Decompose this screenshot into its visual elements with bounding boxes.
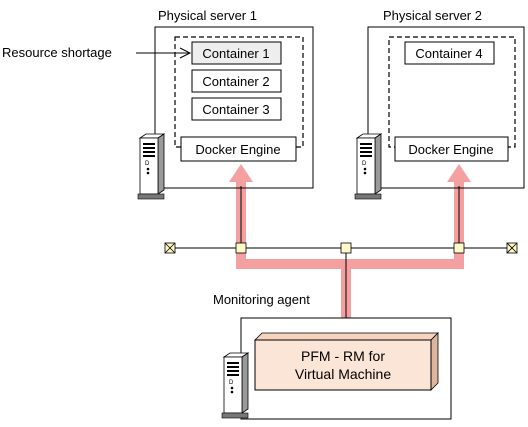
callout-arrowhead (179, 47, 192, 59)
network-terminator-left (164, 242, 176, 254)
server-2-frame (367, 26, 525, 189)
monitoring-agent-title: Monitoring agent (213, 292, 310, 307)
flow-arrow-left-head (229, 164, 253, 182)
container-box-3: Container 3 (191, 97, 282, 121)
physical-server-2: Physical server 2 Container 4 Docker Eng… (354, 8, 525, 200)
server-1-docker-boundary (174, 36, 304, 148)
monitoring-agent: Monitoring agent PFM - RM for Virtual Ma… (213, 292, 452, 420)
container-label-1: Container 1 (202, 46, 269, 61)
physical-server-1: Physical server 1 Container 1 Container … (137, 8, 314, 200)
network-junction-3 (453, 242, 465, 254)
server-2-title: Physical server 2 (383, 8, 482, 23)
docker-engine-label-2: Docker Engine (408, 142, 493, 157)
container-box-2: Container 2 (191, 69, 282, 93)
network-junction-2 (340, 242, 352, 254)
network-terminator-right (506, 242, 518, 254)
docker-engine-box-1: Docker Engine (180, 136, 297, 162)
container-label-2: Container 2 (202, 74, 269, 89)
server-1-title: Physical server 1 (158, 8, 257, 23)
pfm-product-line-2: Virtual Machine (295, 366, 391, 382)
server-1-frame (154, 26, 314, 189)
pfm-product-box: PFM - RM for Virtual Machine (254, 332, 439, 391)
monitoring-agent-pc-icon (221, 352, 249, 419)
pfm-product-line-1: PFM - RM for (301, 348, 385, 364)
flow-arrow-right-head (447, 164, 471, 182)
docker-engine-label-1: Docker Engine (195, 142, 280, 157)
network-junction-1 (235, 242, 247, 254)
resource-shortage-label: Resource shortage (2, 45, 112, 60)
container-box-1: Container 1 (191, 41, 282, 65)
docker-engine-box-2: Docker Engine (394, 136, 509, 162)
container-label-4: Container 4 (415, 46, 482, 61)
container-box-4: Container 4 (404, 41, 495, 65)
server-1-pc-icon (137, 133, 165, 200)
container-label-3: Container 3 (202, 102, 269, 117)
resource-shortage-callout: Resource shortage (2, 45, 192, 60)
server-2-pc-icon (354, 133, 382, 200)
